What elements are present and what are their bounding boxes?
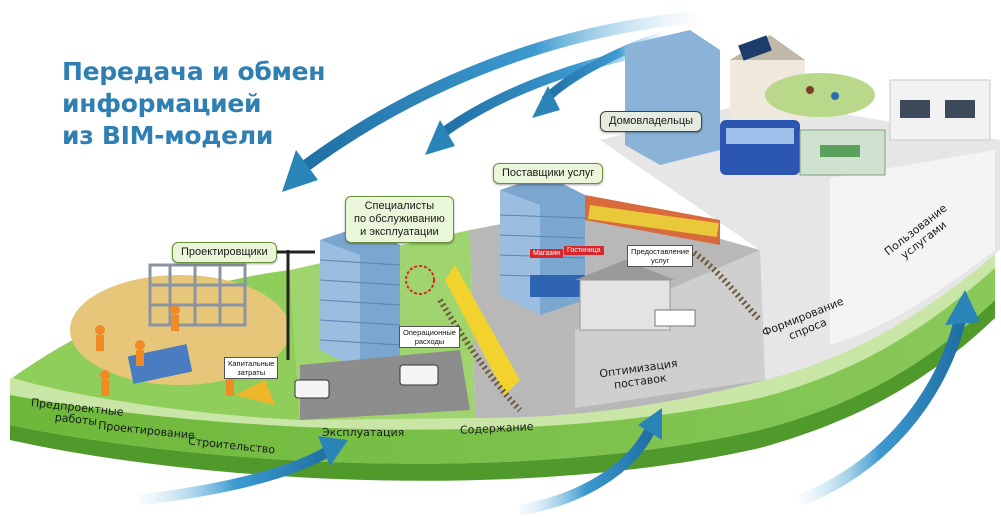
sign-service-line-2: услуг bbox=[650, 256, 670, 265]
sign-operating-line-2: расходы bbox=[414, 337, 445, 346]
sign-shop: Магазин bbox=[530, 249, 564, 258]
callout-homeowners: Домовладельцы bbox=[600, 111, 703, 132]
stage-operation: Эксплуатация bbox=[322, 426, 405, 439]
sign-capital-line-1: Капитальные bbox=[228, 359, 275, 368]
title-line-2: информацией bbox=[62, 89, 262, 118]
callout-maintenance-line-2: по обслуживанию bbox=[354, 213, 445, 225]
sign-capital-costs: Капитальные затраты bbox=[224, 357, 279, 379]
page-title: Передача и обмен информацией из BIM-моде… bbox=[62, 56, 326, 152]
title-line-3: из BIM-модели bbox=[62, 121, 274, 150]
sign-operating-costs: Операционные расходы bbox=[399, 326, 460, 348]
callout-designers: Проектировщики bbox=[172, 242, 277, 263]
title-line-1: Передача и обмен bbox=[62, 57, 326, 86]
sign-service-provision: Предоставление услуг bbox=[627, 245, 694, 267]
callout-maintenance-specialists: Специалисты по обслуживанию и эксплуатац… bbox=[345, 196, 454, 243]
sign-service-line-1: Предоставление bbox=[631, 247, 690, 256]
operation-zone bbox=[294, 225, 523, 420]
sign-operating-line-1: Операционные bbox=[403, 328, 456, 337]
callout-maintenance-line-1: Специалисты bbox=[364, 200, 435, 212]
sign-hotel: Гостиница bbox=[564, 246, 604, 255]
providers-zone bbox=[499, 175, 763, 331]
callout-service-providers: Поставщики услуг bbox=[493, 163, 604, 184]
delivery-arrows bbox=[139, 290, 980, 516]
callout-maintenance-line-3: и эксплуатации bbox=[360, 226, 439, 238]
sign-capital-line-2: затраты bbox=[237, 368, 266, 377]
